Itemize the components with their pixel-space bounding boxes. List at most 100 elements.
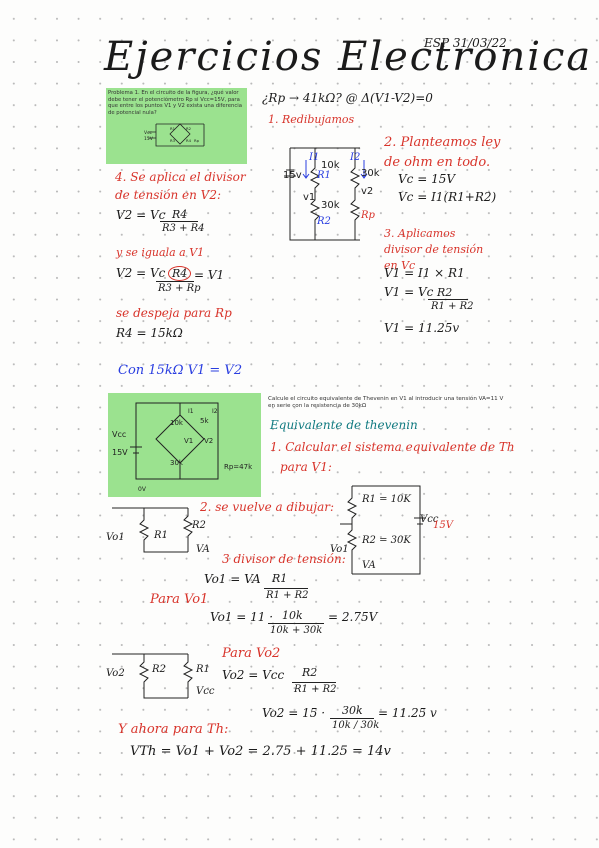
vo1-label: Vo1 bbox=[106, 532, 125, 543]
problem2-statement: Calcule el circuito equivalente de Theve… bbox=[268, 396, 504, 409]
thevenin-heading: Equivalente de thevenin bbox=[270, 418, 418, 432]
svg-text:Rp: Rp bbox=[194, 138, 200, 143]
date-label: ESP 31/03/22 bbox=[424, 36, 507, 50]
eq-v1-divider-num: R2 bbox=[437, 286, 453, 299]
i2-label: I2 bbox=[350, 152, 361, 163]
k5-text: 5k bbox=[200, 417, 209, 425]
svg-text:R1: R1 bbox=[170, 126, 176, 131]
fraction-bar bbox=[292, 682, 336, 683]
problem1-circuit: Vcc 15V R1 R2 R3 R4 Rp bbox=[144, 123, 205, 147]
eq-vo1-den: R1 + R2 bbox=[266, 590, 309, 601]
svg-text:Vcc: Vcc bbox=[144, 130, 153, 136]
step2-label: 2. Planteamos ley de ohm en todo. bbox=[384, 135, 501, 170]
eq-iguala-right: = V1 bbox=[194, 268, 225, 282]
eq-v2-den: R3 + R4 bbox=[162, 223, 205, 234]
r1-value-label: 10k bbox=[321, 160, 340, 171]
i1-text: I1 bbox=[188, 408, 194, 415]
eq-vo1-value-den: 10k + 30k bbox=[270, 625, 323, 636]
problem1-figure: Problema 1. En el circuito de la figura,… bbox=[106, 88, 247, 164]
eq-vo1-value-num: 10k bbox=[282, 609, 303, 622]
i1-label: I1 bbox=[309, 152, 320, 163]
k30-text: 30k bbox=[170, 459, 184, 467]
problem2-circuit: Vcc 15V 10k 5k 30k V1 V2 Rp=47k 0V I1 I2 bbox=[112, 402, 253, 493]
eq-v1-divider-left: V1 = Vc bbox=[384, 285, 434, 299]
r3-value-label: 30k bbox=[361, 168, 380, 179]
eq-v2-left: V2 = Vc bbox=[116, 208, 166, 222]
step2-label: 2. se vuelve a dibujar: bbox=[200, 500, 335, 514]
fraction-bar bbox=[428, 299, 468, 300]
eq-vo1-left: Vo1 = VA bbox=[204, 572, 261, 586]
eq-iguala-left: V2 = Vc bbox=[116, 266, 166, 280]
step1-label: 1. Redibujamos bbox=[268, 113, 355, 126]
i2-text: I2 bbox=[212, 408, 218, 415]
eq-vc-ohm: Vc = I1(R1+R2) bbox=[398, 190, 497, 204]
para-th-label: Y ahora para Th: bbox=[118, 722, 229, 737]
problem1-statement: Problema 1. En el circuito de la figura,… bbox=[108, 90, 242, 116]
vo1-label: Vo1 bbox=[330, 544, 349, 555]
eq-vo2-left: Vo2 = Vcc bbox=[222, 668, 285, 682]
eq-vc: Vc = 15V bbox=[398, 172, 456, 186]
va-label: VA bbox=[196, 544, 210, 555]
v1-node-label: v1 bbox=[303, 192, 316, 203]
vcc-label: Vcc bbox=[196, 686, 215, 697]
r2-label: R2 bbox=[317, 216, 331, 227]
fraction-bar bbox=[160, 221, 198, 222]
step1b-label: para V1: bbox=[280, 460, 332, 474]
eq-v1-ohm: V1 = I1 × R1 bbox=[384, 266, 465, 280]
eq-vo1-num-left: Vo1 = 11 · bbox=[210, 610, 274, 624]
svg-text:15V: 15V bbox=[144, 136, 154, 142]
para-vo1-label: Para Vo1 bbox=[150, 592, 209, 607]
result-r4: R4 = 15kΩ bbox=[116, 326, 183, 340]
eq-vo2-result: = 11.25 v bbox=[378, 706, 437, 720]
vcc-text: Vcc bbox=[112, 430, 126, 439]
k10-text: 10k bbox=[170, 419, 184, 427]
vo2-label: Vo2 bbox=[106, 668, 125, 679]
svg-text:R2: R2 bbox=[186, 126, 192, 131]
fraction-bar bbox=[264, 588, 308, 589]
r2-label: R2 bbox=[152, 664, 166, 675]
eq-vo1-result: = 2.75V bbox=[328, 610, 378, 624]
para-vo2-label: Para Vo2 bbox=[222, 646, 281, 661]
redrawn-circuit-1 bbox=[284, 147, 368, 241]
redrawn-circuit-2 bbox=[340, 485, 426, 575]
note-despeja: se despeja para Rp bbox=[116, 306, 232, 320]
vcc-value-label: 15V bbox=[433, 520, 453, 531]
step3-label: 3. Aplicamos divisor de tensión en Vc bbox=[384, 227, 484, 272]
subcircuit-vo2 bbox=[112, 653, 194, 699]
va-label: VA bbox=[362, 560, 376, 571]
ov-text: 0V bbox=[138, 486, 147, 493]
rp-label: Rp bbox=[361, 210, 375, 221]
svg-text:R3: R3 bbox=[170, 138, 176, 143]
fraction-bar bbox=[156, 281, 194, 282]
page-title: Ejercicios Electronica bbox=[104, 34, 593, 80]
r1-label: R1 bbox=[154, 530, 168, 541]
r1-label: R1 bbox=[196, 664, 210, 675]
eq-iguala-num: R4 bbox=[168, 266, 192, 281]
eq-vo2-num: R2 bbox=[302, 666, 318, 679]
eq-vo1-num: R1 bbox=[272, 572, 288, 585]
eq-vo2-value-den: 10k / 30k bbox=[332, 720, 380, 731]
eq-iguala-den: R3 + Rp bbox=[158, 283, 201, 294]
fraction-bar bbox=[330, 718, 374, 719]
vcc-label: Vcc bbox=[420, 514, 439, 525]
fraction-bar bbox=[268, 623, 324, 624]
condition-text: ¿Rp → 41kΩ? @ Δ(V1-V2)=0 bbox=[262, 91, 433, 105]
eq-vo2-den: R1 + R2 bbox=[294, 684, 337, 695]
v1-text: V1 bbox=[184, 437, 193, 445]
v2-node-label: v2 bbox=[361, 186, 374, 197]
eq-v1-result: V1 = 11.25v bbox=[384, 321, 460, 335]
vs-text: 15V bbox=[112, 448, 128, 457]
note-iguala: y se iguala a V1 bbox=[116, 246, 205, 259]
subcircuit-vo1 bbox=[112, 507, 194, 553]
source-label: 15v bbox=[283, 170, 302, 181]
eq-v1-divider-den: R1 + R2 bbox=[431, 301, 474, 312]
step1a-label: 1. Calcular el sistema equivalente de Th bbox=[270, 440, 515, 454]
eq-vo2-num-left: Vo2 = 15 · bbox=[262, 706, 326, 720]
r1-label: R1 bbox=[317, 170, 331, 181]
step3-label: 3 divisor de tensión: bbox=[222, 552, 346, 566]
rp-text: Rp=47k bbox=[224, 463, 253, 471]
r2-label: R2 bbox=[192, 520, 206, 531]
eq-vo2-value-num: 30k bbox=[342, 704, 363, 717]
step4-label: 4. Se aplica el divisor de tensión en V2… bbox=[115, 170, 246, 202]
problem2-figure: Vcc 15V 10k 5k 30k V1 V2 Rp=47k 0V I1 I2 bbox=[108, 393, 261, 497]
